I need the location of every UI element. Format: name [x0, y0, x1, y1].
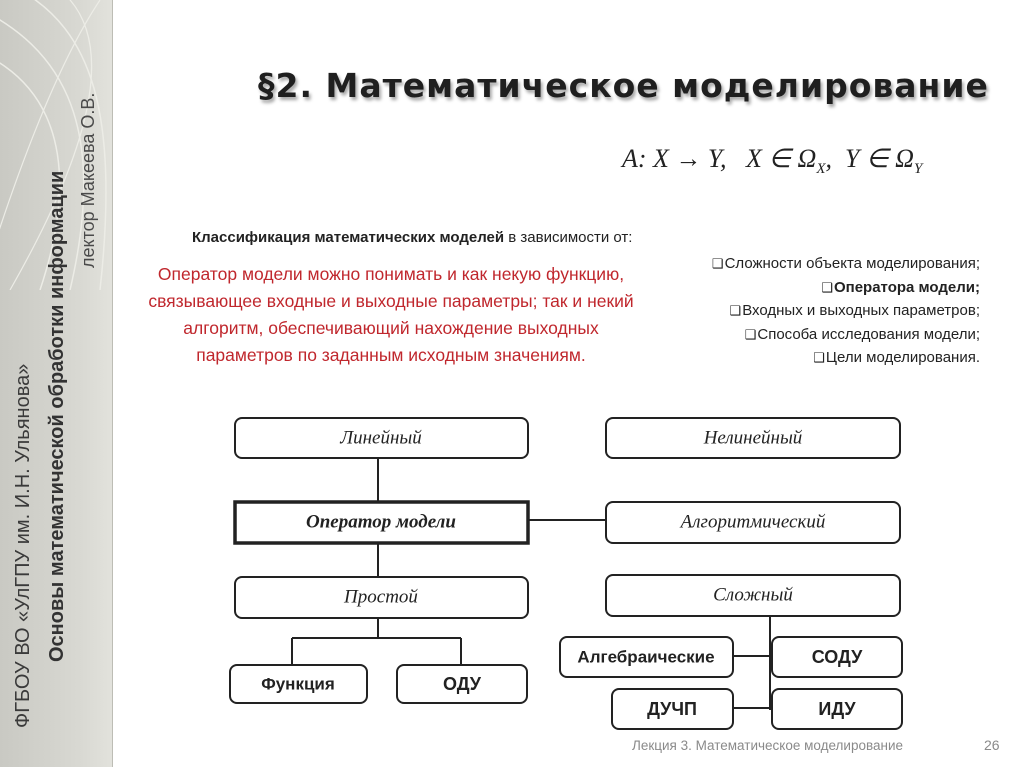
criteria-list: ❑Сложности объекта моделирования; ❑Опера… — [712, 252, 980, 370]
node-algorithmic: Алгоритмический — [679, 511, 826, 532]
node-sode: СОДУ — [812, 647, 863, 667]
classification-rest: в зависимости от: — [504, 229, 633, 246]
node-pde: ДУЧП — [647, 699, 697, 719]
formula: A: X → Y, X ∈ ΩX, Y ∈ ΩY — [622, 144, 922, 178]
node-function: Функция — [261, 674, 335, 693]
page-title: §2. Математическое моделирование — [258, 66, 989, 105]
footer-lecture: Лекция 3. Математическое моделирование — [632, 738, 903, 753]
node-ide: ИДУ — [818, 699, 856, 719]
formula-y-subscript: Y — [913, 161, 923, 178]
criteria-label: Способа исследования модели; — [757, 325, 980, 343]
checkbox-icon: ❑ — [813, 350, 825, 365]
sidebar: ФГБОУ ВО «УлГПУ им. И.Н. Ульянова» Основ… — [0, 0, 113, 767]
criteria-item: ❑Оператора модели; — [712, 276, 980, 300]
formula-x-domain: X ∈ Ω — [746, 144, 817, 173]
node-algebraic: Алгебраические — [577, 647, 714, 666]
sidebar-decoration — [0, 0, 107, 290]
page-number: 26 — [984, 737, 1000, 753]
node-simple: Простой — [343, 586, 418, 607]
formula-y-domain: Y ∈ Ω — [845, 144, 914, 173]
criteria-item: ❑Способа исследования модели; — [712, 323, 980, 347]
criteria-label: Оператора модели; — [833, 278, 980, 296]
criteria-label: Цели моделирования. — [825, 349, 980, 366]
criteria-item: ❑Сложности объекта моделирования; — [712, 252, 980, 276]
node-complex: Сложный — [713, 584, 793, 605]
classification-heading: Классификация математических моделей в з… — [192, 229, 632, 246]
criteria-label: Сложности объекта моделирования; — [724, 255, 980, 272]
criteria-label: Входных и выходных параметров; — [742, 302, 980, 319]
operator-note: Оператор модели можно понимать и как нек… — [148, 264, 634, 365]
checkbox-icon: ❑ — [821, 279, 833, 295]
checkbox-icon: ❑ — [744, 326, 757, 342]
node-ode: ОДУ — [443, 674, 482, 694]
checkbox-icon: ❑ — [729, 303, 742, 318]
checkbox-icon: ❑ — [711, 256, 724, 271]
classification-bold: Классификация математических моделей — [192, 229, 505, 246]
node-nonlinear: Нелинейный — [703, 427, 803, 448]
formula-mapping: A: X → Y, — [622, 144, 727, 173]
node-operator: Оператор модели — [306, 511, 456, 532]
node-linear: Линейный — [339, 427, 422, 448]
criteria-item: ❑Цели моделирования. — [712, 346, 980, 370]
formula-separator: , — [825, 144, 833, 173]
criteria-item: ❑Входных и выходных параметров; — [712, 299, 980, 323]
formula-x-subscript: X — [816, 161, 826, 178]
